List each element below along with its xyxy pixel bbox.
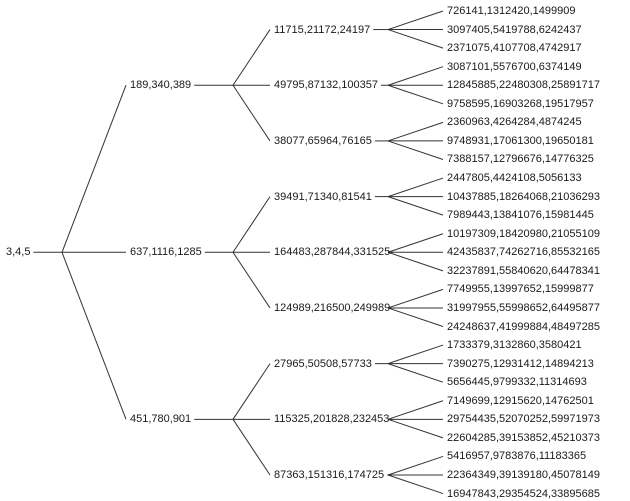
- tree-node-level-1: 189,340,389: [130, 79, 192, 92]
- tree-node-level-3: 7388157,12796676,14776325: [447, 153, 594, 166]
- tree-node-level-3: 7989443,13841076,15981445: [447, 209, 594, 222]
- tree-edge: [387, 400, 444, 420]
- tree-edge: [387, 233, 444, 253]
- tree-node-level-2: 124989,216500,249989: [274, 301, 391, 314]
- tree-edge: [387, 455, 444, 476]
- tree-node-level-2: 38077,65964,76165: [274, 134, 372, 147]
- tree-node-level-2: 11715,21172,24197: [274, 23, 371, 36]
- tree-node-level-3: 12845885,22480308,25891717: [447, 79, 600, 92]
- tree-node-level-3: 3097405,5419788,6242437: [447, 23, 582, 36]
- tree-edge: [232, 419, 271, 476]
- tree-edge: [387, 10, 444, 31]
- tree-edge: [387, 363, 444, 383]
- tree-edge: [387, 288, 444, 309]
- tree-node-level-3: 2447805,4424108,5056133: [447, 172, 582, 185]
- tree-node-level-3: 42435837,74262716,85532165: [447, 246, 600, 259]
- tree-node-level-2: 115325,201828,232453: [274, 413, 390, 426]
- tree-node-level-3: 5416957,9783876,11183365: [447, 450, 587, 463]
- tree-node-level-3: 726141,1312420,1499909: [447, 5, 576, 17]
- tree-edge: [387, 474, 444, 495]
- tree-node-level-3: 16947843,29354524,33895685: [447, 487, 600, 500]
- tree-node-level-2: 87363,151316,174725: [274, 469, 385, 481]
- tree-node-level-2: 164483,287844,331525: [274, 246, 391, 259]
- tree-node-level-3: 3087101,5576700,6374149: [447, 60, 582, 73]
- tree-edge: [232, 363, 271, 420]
- tree-node-level-1: 451,780,901: [130, 413, 192, 426]
- tree-node-level-2: 49795,87132,100357: [274, 79, 378, 92]
- tree-node-level-3: 1733379,3132860,3580421: [447, 339, 582, 352]
- tree-node-level-3: 9748931,17061300,19650181: [447, 134, 594, 147]
- tree-node-level-3: 5656445,9799332,11314693: [447, 376, 587, 389]
- tree-node-level-3: 32237891,55840620,64478341: [447, 264, 600, 277]
- tree-node-level-3: 22604285,39153852,45210373: [447, 431, 600, 444]
- tree-node-level-3: 7390275,12931412,14894213: [447, 357, 594, 370]
- tree-edge: [232, 252, 271, 309]
- tree-node-level-2: 27965,50508,57733: [274, 357, 372, 370]
- tree-edge: [387, 66, 444, 86]
- tree-edge: [387, 177, 444, 198]
- tree-edge: [61, 252, 127, 420]
- root-node: 3,4,5: [6, 246, 31, 259]
- tree-node-level-3: 2371075,4107708,4742917: [447, 42, 582, 55]
- tree-node-level-3: 10197309,18420980,21055109: [447, 227, 600, 240]
- tree-edge: [387, 344, 444, 365]
- tree-node-level-3: 10437885,18264068,21036293: [447, 190, 600, 203]
- tree-node-level-3: 24248637,41999884,48497285: [447, 320, 600, 333]
- tree-edge: [232, 29, 271, 86]
- tree-edge: [387, 418, 444, 439]
- tree-edge: [232, 196, 271, 253]
- tree-node-level-3: 9758595,16903268,19517957: [447, 97, 594, 110]
- tree-edge: [387, 29, 444, 49]
- tree-edge: [387, 307, 444, 327]
- tree-node-level-1: 637,1116,1285: [130, 246, 202, 259]
- tree-node-level-3: 7749955,13997652,15999877: [447, 283, 594, 296]
- tree-edge: [387, 196, 444, 216]
- tree-node-level-3: 31997955,55998652,64495877: [447, 301, 600, 314]
- tree-edge: [387, 140, 444, 160]
- tree-edge: [387, 84, 444, 105]
- tree-edge: [232, 84, 271, 142]
- tree-node-level-3: 2360963,4264284,4874245: [447, 116, 582, 129]
- tree-node-level-3: 22364349,39139180,45078149: [447, 469, 600, 481]
- tree-edge: [61, 85, 127, 253]
- tree-node-level-3: 29754435,52070252,59971973: [447, 413, 600, 426]
- tree-edge: [387, 121, 444, 142]
- tree-edge: [387, 251, 444, 272]
- tree-node-level-3: 7149699,12915620,14762501: [447, 394, 594, 407]
- tree-node-level-2: 39491,71340,81541: [274, 190, 372, 203]
